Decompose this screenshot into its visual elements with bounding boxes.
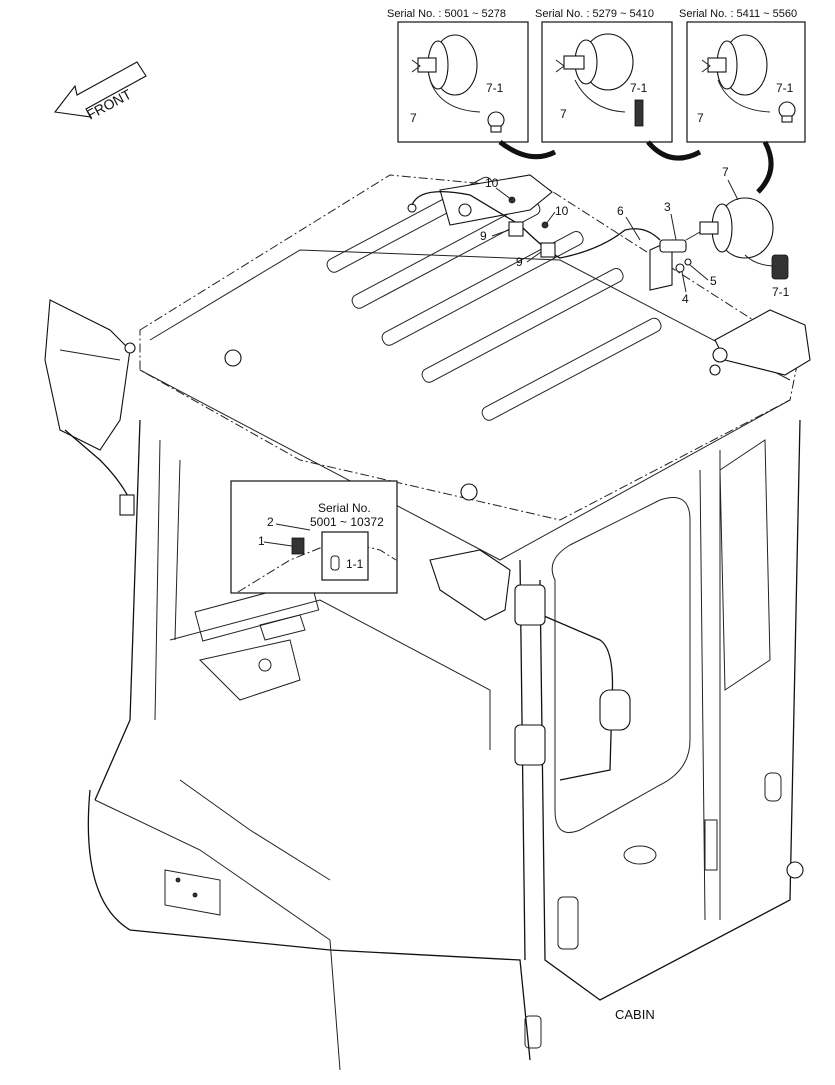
serial-label-1: Serial No. : 5001 ~ 5278 bbox=[387, 8, 506, 20]
callout-4: 4 bbox=[682, 292, 689, 306]
callout-7-1: 7-1 bbox=[772, 285, 790, 299]
callout-10b: 10 bbox=[555, 204, 569, 218]
callout-5: 5 bbox=[710, 274, 717, 288]
inset-part-1: 1 bbox=[258, 534, 265, 548]
part-label-1: 7 bbox=[410, 111, 417, 125]
cabin-body bbox=[87, 174, 804, 1071]
callout-7: 7 bbox=[722, 165, 729, 179]
serial-label-3: Serial No. : 5411 ~ 5560 bbox=[679, 8, 797, 20]
bulb-label-3: 7-1 bbox=[776, 81, 794, 95]
front-arrow: FRONT bbox=[53, 61, 147, 123]
diagram-title: CABIN bbox=[615, 1007, 655, 1022]
serial-variant-1: Serial No. : 5001 ~ 5278 7-1 7 bbox=[387, 8, 529, 143]
callout-3: 3 bbox=[664, 200, 671, 214]
part-label-2: 7 bbox=[560, 107, 567, 121]
inset-part-2: 2 bbox=[267, 515, 274, 529]
right-mirror bbox=[429, 309, 811, 621]
bulb-label-1: 7-1 bbox=[486, 81, 504, 95]
callouts: 10 10 9 9 6 3 4 5 7 7-1 bbox=[480, 165, 790, 306]
roof-lamp-assembly bbox=[407, 174, 789, 291]
left-mirror bbox=[44, 299, 136, 516]
part-label-3: 7 bbox=[697, 111, 704, 125]
serial-variant-3: Serial No. : 5411 ~ 5560 7-1 7 bbox=[679, 8, 806, 143]
bulb-label-2: 7-1 bbox=[630, 81, 648, 95]
callout-10a: 10 bbox=[485, 176, 499, 190]
switch-inset: Serial No. 5001 ~ 10372 1 2 1-1 bbox=[230, 480, 398, 594]
serial-label-2: Serial No. : 5279 ~ 5410 bbox=[535, 8, 654, 20]
inset-serial-line1: Serial No. bbox=[318, 501, 371, 515]
callout-6: 6 bbox=[617, 204, 624, 218]
inset-part-1-1: 1-1 bbox=[346, 557, 364, 571]
callout-9b: 9 bbox=[516, 255, 523, 269]
serial-variant-2: Serial No. : 5279 ~ 5410 7-1 7 bbox=[535, 8, 673, 143]
callout-9a: 9 bbox=[480, 229, 487, 243]
inset-serial-line2: 5001 ~ 10372 bbox=[310, 515, 384, 529]
variant-arrows bbox=[498, 139, 774, 194]
